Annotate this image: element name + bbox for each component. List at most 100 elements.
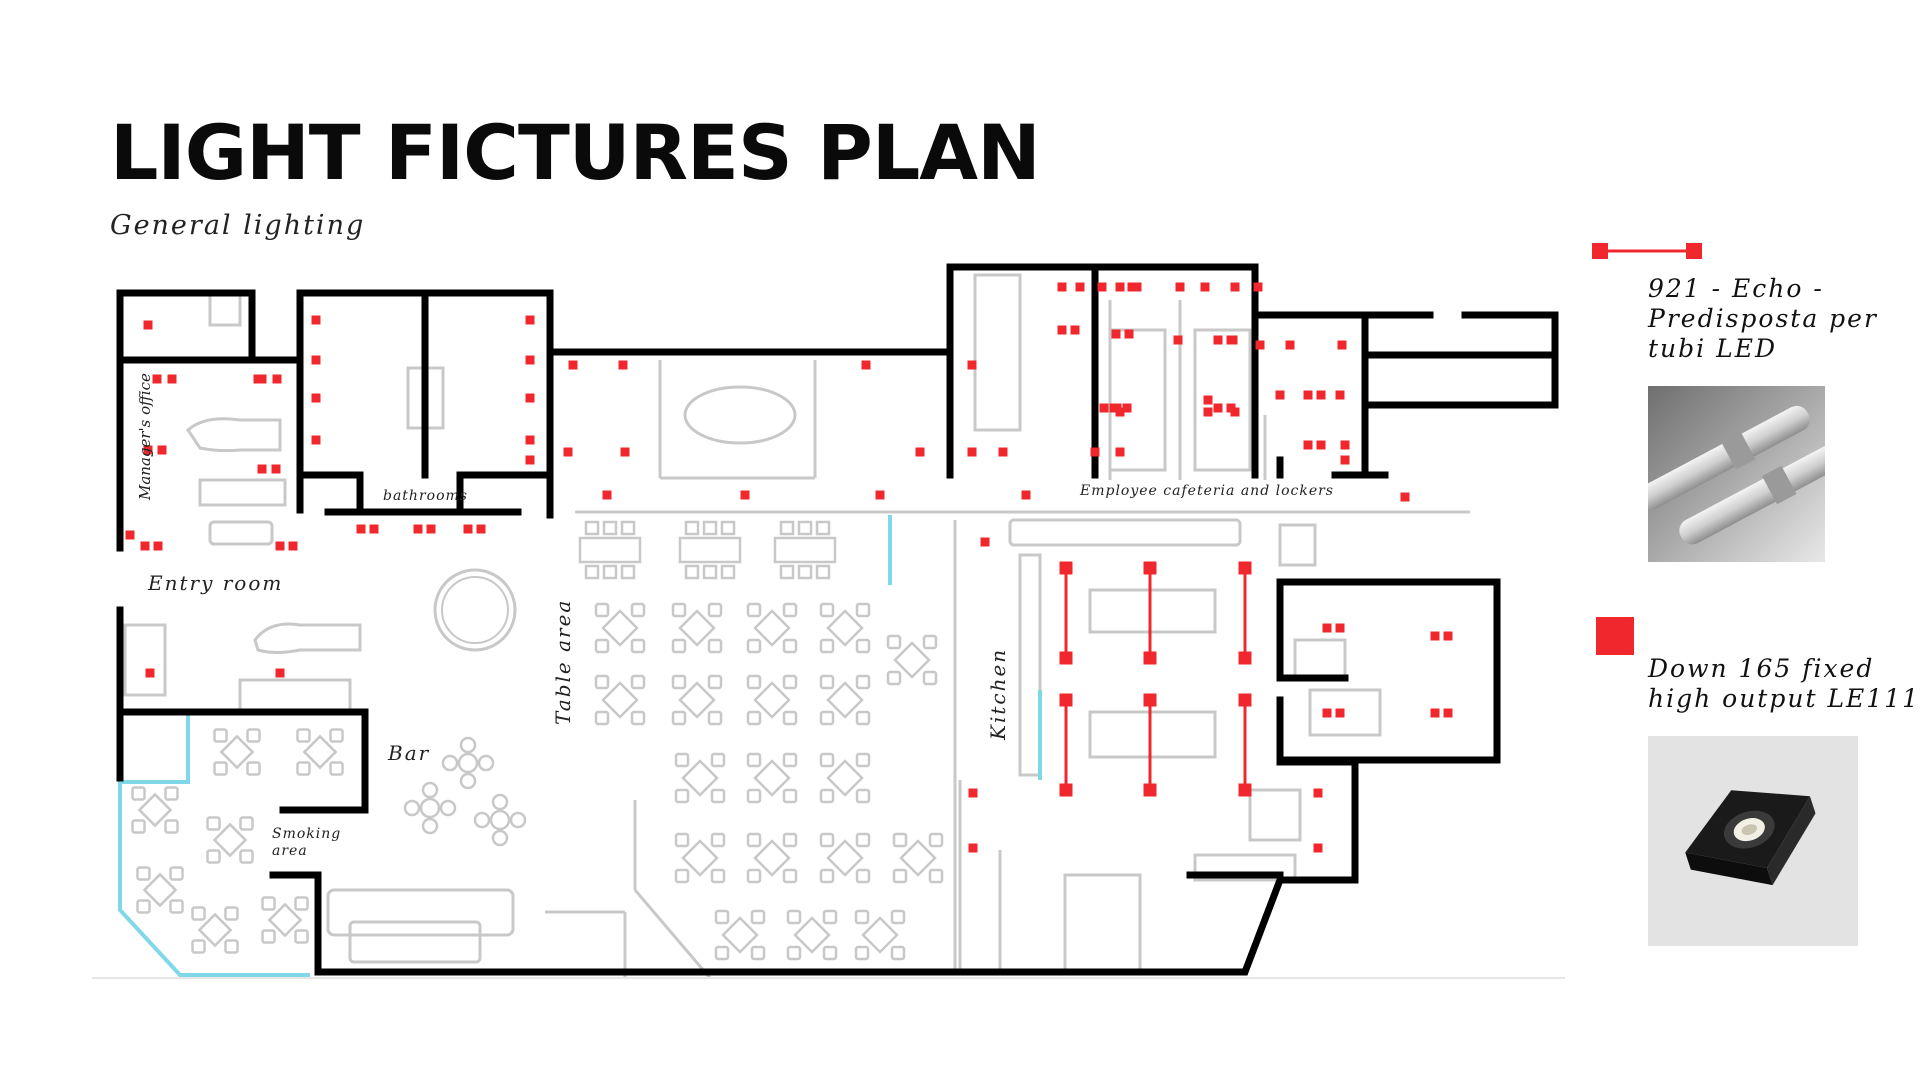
downlight-fixture [1430, 631, 1440, 641]
downlight-fixture [967, 360, 977, 370]
downlight-fixture [143, 320, 153, 330]
downlight-fixture [369, 524, 379, 534]
downlight-fixture [967, 447, 977, 457]
downlight-fixture-photo [1648, 736, 1858, 946]
downlight-fixture [153, 541, 163, 551]
legend-item-1-line1: 921 - Echo - [1648, 274, 1824, 303]
downlight-fixture [525, 393, 535, 403]
downlight-fixture [1335, 623, 1345, 633]
table-with-chairs [819, 674, 871, 726]
table-with-chairs [819, 832, 871, 884]
table-with-chairs [714, 909, 766, 961]
downlight-fixture [140, 541, 150, 551]
downlight-fixture [1059, 783, 1073, 797]
label-bar: Bar [387, 741, 430, 765]
downlight-fixture [1143, 693, 1157, 707]
downlight-fixture [618, 360, 628, 370]
downlight-fixture [476, 524, 486, 534]
downlight-fixture [1175, 282, 1185, 292]
downlight-fixture [271, 464, 281, 474]
downlight-fixture [525, 315, 535, 325]
table-with-chairs [886, 634, 938, 686]
label-smoking-1: Smoking [272, 826, 341, 842]
table-with-chairs [136, 866, 184, 914]
legend-item-2-text: Down 165 fixed high output LE111 [1648, 654, 1920, 714]
table-with-chairs [746, 752, 798, 804]
downlight-fixture [602, 490, 612, 500]
table-with-chairs [131, 786, 179, 834]
table-with-chairs [206, 816, 254, 864]
downlight-fixture [1132, 282, 1142, 292]
downlight-fixture [620, 447, 630, 457]
legend-item-1-text: 921 - Echo - Predisposta per tubi LED [1648, 274, 1878, 364]
table-with-chairs [594, 674, 646, 726]
table-with-chairs [261, 896, 309, 944]
long-table [678, 520, 742, 580]
downlight-fixture [1203, 407, 1213, 417]
downlight-fixture [1335, 708, 1345, 718]
downlight-fixture [426, 524, 436, 534]
downlight-fixture [1143, 651, 1157, 665]
light-fixtures [125, 282, 1453, 853]
downlight-fixture [1099, 403, 1109, 413]
downlight-fixture [1230, 282, 1240, 292]
downlight-fixture [1059, 693, 1073, 707]
table-with-chairs [786, 909, 838, 961]
downlight-fixture [1335, 390, 1345, 400]
downlight-fixture [875, 490, 885, 500]
downlight-fixture [1443, 708, 1453, 718]
downlight-fixture [413, 524, 423, 534]
downlight-fixture [253, 374, 263, 384]
line-fixture-icon [1592, 243, 1702, 259]
downlight-fixture [1238, 561, 1252, 575]
downlight-fixture [1173, 335, 1183, 345]
downlight-fixture [1238, 693, 1252, 707]
table-with-chairs [819, 752, 871, 804]
downlight-fixture [1200, 282, 1210, 292]
legend-item-1-line2: Predisposta per [1648, 304, 1878, 333]
label-table-area: Table area [551, 599, 575, 725]
downlight-fixture [1021, 490, 1031, 500]
bar-stool-cluster [473, 793, 527, 847]
downlight-fixture [1322, 708, 1332, 718]
downlight-fixture [275, 668, 285, 678]
label-kitchen: Kitchen [986, 648, 1010, 741]
downlight-fixture [463, 524, 473, 534]
downlight-fixture [980, 537, 990, 547]
downlight-fixture [1226, 403, 1236, 413]
table-with-chairs [674, 832, 726, 884]
table-with-chairs [892, 832, 944, 884]
downlight-fixture [356, 524, 366, 534]
walls-layer [116, 263, 1559, 976]
downlight-fixture [125, 530, 135, 540]
downlight-fixture [1400, 492, 1410, 502]
table-with-chairs [854, 909, 906, 961]
downlight-fixture [272, 374, 282, 384]
legend-item-1-line3: tubi LED [1648, 334, 1777, 363]
legend-item-2-line2: high output LE111 [1648, 684, 1920, 713]
downlight-fixture [275, 541, 285, 551]
downlight-fixture [288, 541, 298, 551]
table-with-chairs [191, 906, 239, 954]
bar-stool-cluster [441, 736, 495, 790]
downlight-fixture [1316, 390, 1326, 400]
label-managers-office: Manager's office [136, 373, 154, 501]
downlight-fixture [167, 374, 177, 384]
page-subtitle: General lighting [110, 210, 366, 241]
downlight-fixture [1090, 447, 1100, 457]
downlight-fixture [1143, 783, 1157, 797]
downlight-fixture [1075, 282, 1085, 292]
downlight-fixture [1070, 325, 1080, 335]
downlight-fixture [915, 447, 925, 457]
downlight-fixture [1285, 340, 1295, 350]
downlight-fixture [1337, 340, 1347, 350]
downlight-fixture [1059, 651, 1073, 665]
downlight-fixture [157, 445, 167, 455]
table-with-chairs [819, 602, 871, 654]
downlight-fixture [1115, 282, 1125, 292]
downlight-fixture [968, 843, 978, 853]
downlight-fixture [1057, 325, 1067, 335]
dining-tables [131, 520, 944, 961]
echo-fixture-photo [1648, 386, 1825, 562]
downlight-fixture [1340, 440, 1350, 450]
